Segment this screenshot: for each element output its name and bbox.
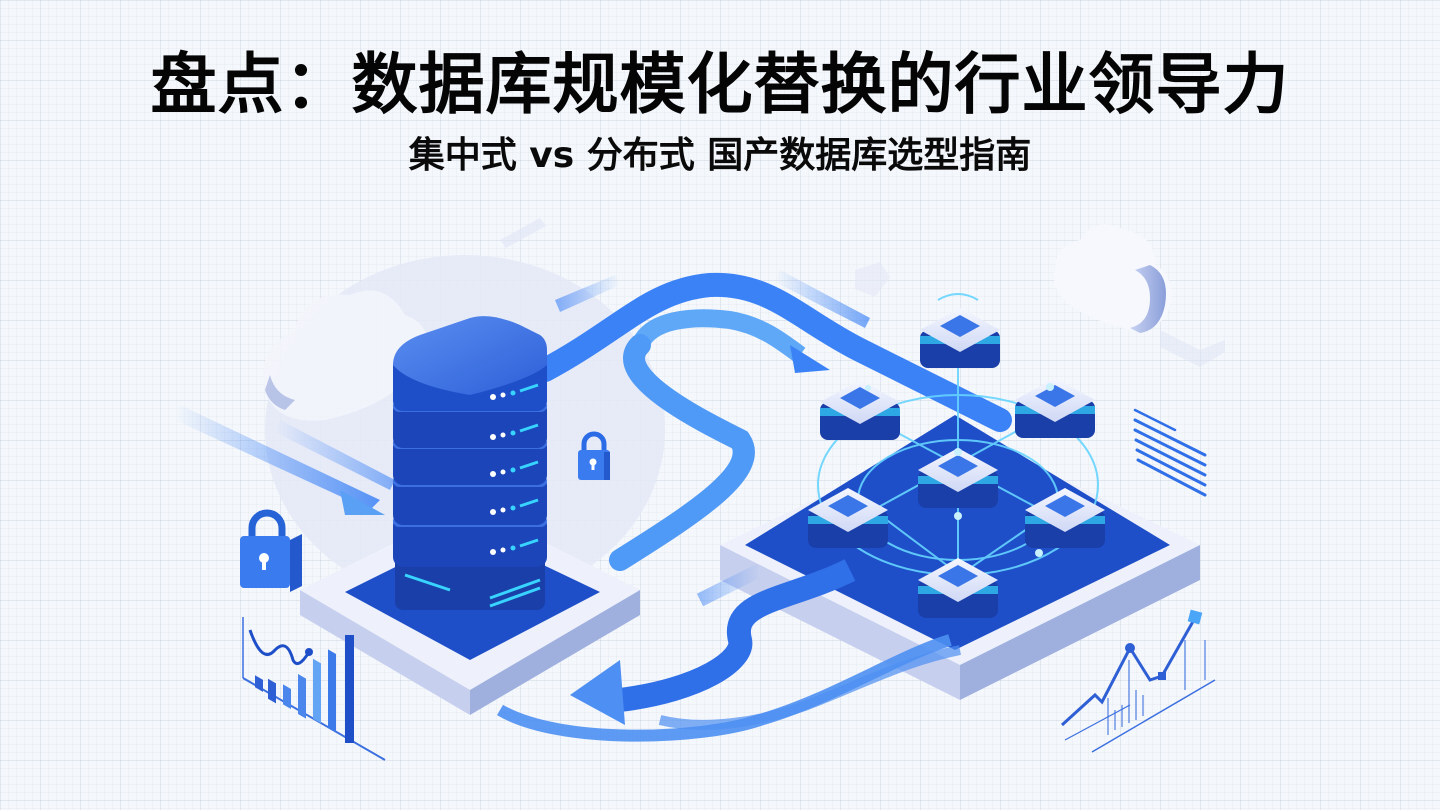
database-node [820, 380, 900, 440]
floating-block [1160, 330, 1225, 367]
server-layer-top [393, 316, 547, 411]
cloud-icon [1054, 224, 1171, 333]
line-chart-icon [1060, 609, 1216, 753]
database-node [1025, 488, 1105, 548]
lock-icon [578, 431, 610, 480]
database-node [920, 308, 1000, 368]
bar-chart-icon [242, 617, 386, 761]
page-subtitle: 集中式 vs 分布式 国产数据库选型指南 [408, 135, 1032, 176]
database-node [918, 448, 998, 508]
data-lines-icon [1133, 408, 1207, 497]
centralized-server-stack [393, 316, 547, 610]
migration-arrow-bottom [496, 559, 961, 742]
incoming-arrows [175, 405, 395, 515]
database-node [808, 488, 888, 548]
floating-block [500, 218, 546, 248]
database-node [918, 558, 998, 618]
distributed-nodes [808, 308, 1105, 618]
cloud-icon [263, 290, 428, 421]
floating-shield [855, 262, 890, 297]
lock-icon-large [240, 509, 302, 592]
migration-arrow-top [533, 270, 1012, 571]
database-node [1015, 378, 1095, 438]
page-title: 盘点：数据库规模化替换的行业领导力 [150, 46, 1290, 123]
